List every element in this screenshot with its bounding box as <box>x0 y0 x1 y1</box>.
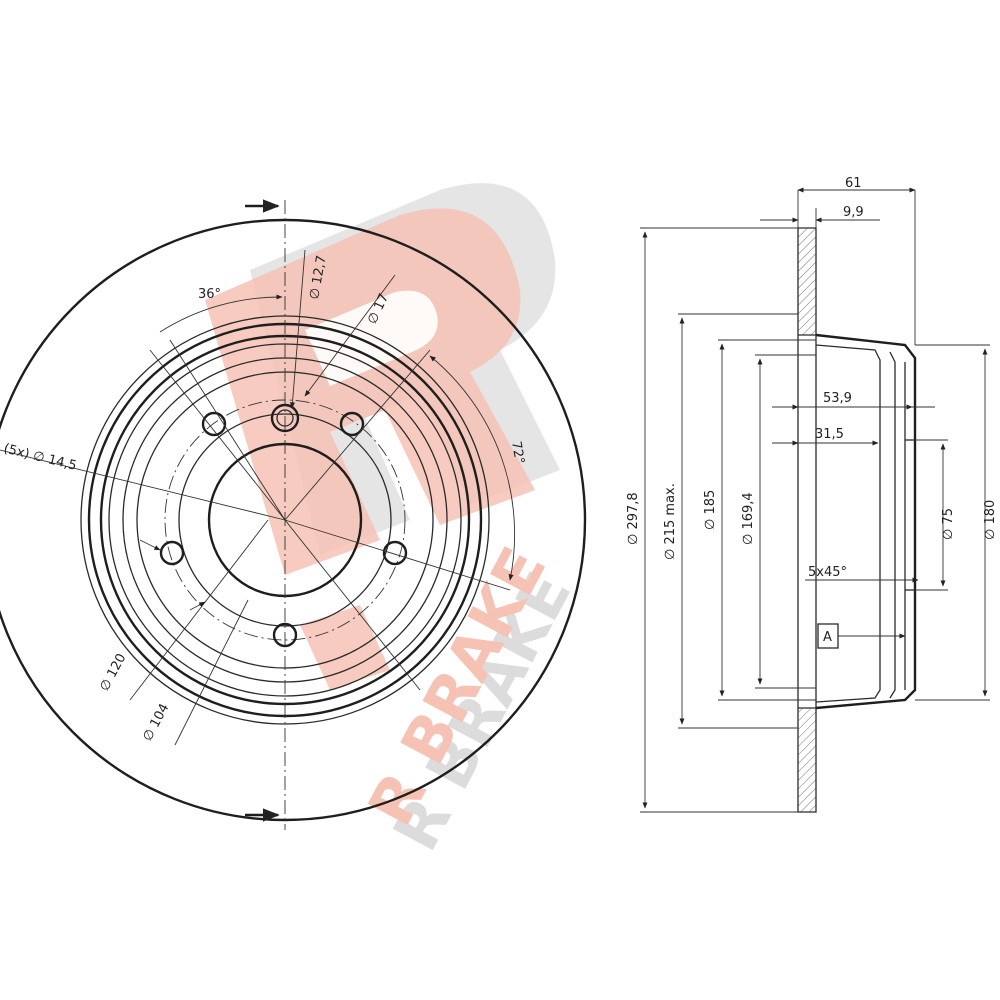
label-215-max: ∅ 215 max. <box>663 483 678 560</box>
center-line-diag-2 <box>0 449 286 521</box>
leader-bolt <box>139 539 161 551</box>
watermark-r-hole <box>305 290 438 386</box>
center-line-diag-3 <box>169 339 286 521</box>
label-185: ∅ 185 <box>703 490 718 530</box>
side-view: 61 9,9 53,9 31,5 ∅ 297,8 ∅ 215 max. ∅ 18… <box>626 176 998 813</box>
center-line-diag-4 <box>284 519 511 591</box>
watermark-dash <box>300 605 390 690</box>
angle-arc-72 <box>429 355 516 581</box>
hat-inner-1 <box>815 344 881 703</box>
label-180: ∅ 180 <box>983 500 998 540</box>
hat-inner-2 <box>889 351 896 699</box>
label-pcd-104: ∅ 104 <box>140 701 172 744</box>
center-line-diag-5 <box>284 349 431 521</box>
bolt-hole-lower-left <box>159 540 185 566</box>
label-angle-72: 72° <box>508 440 527 465</box>
leader-17 <box>304 274 396 397</box>
leader-pcd <box>189 601 206 611</box>
disc-plate-section <box>797 227 817 336</box>
leader-120 <box>129 519 269 701</box>
front-view: 36° 72° ∅ 12,7 ∅ 17 (5x) ∅ 14,5 ∅ 120 ∅ … <box>0 199 587 830</box>
hat-outline <box>815 333 917 710</box>
label-31-5: 31,5 <box>815 427 844 442</box>
bolt-hole-upper-left <box>201 411 227 437</box>
bolt-hole-lower-right <box>382 540 408 566</box>
bolt-holes <box>159 403 408 648</box>
label-angle-36: 36° <box>198 287 221 302</box>
leader-104 <box>174 599 249 746</box>
leader-12-7 <box>289 249 306 409</box>
label-297-8: ∅ 297,8 <box>626 492 641 545</box>
label-9-9: 9,9 <box>843 205 864 220</box>
label-bolt-holes: (5x) ∅ 14,5 <box>2 441 78 474</box>
angle-arc-36 <box>159 294 283 333</box>
label-datum: A <box>823 630 832 645</box>
disc-plate-section-bottom <box>797 707 817 813</box>
label-61: 61 <box>845 176 862 191</box>
label-chamfer: 5x45° <box>808 565 847 580</box>
bolt-hole-upper-right <box>339 411 365 437</box>
label-53-9: 53,9 <box>823 391 852 406</box>
watermark-logo: R BRAKE R BRAKE <box>205 183 585 862</box>
label-75: ∅ 75 <box>941 508 956 540</box>
label-pcd-120: ∅ 120 <box>97 651 129 694</box>
label-169-4: ∅ 169,4 <box>741 492 756 545</box>
